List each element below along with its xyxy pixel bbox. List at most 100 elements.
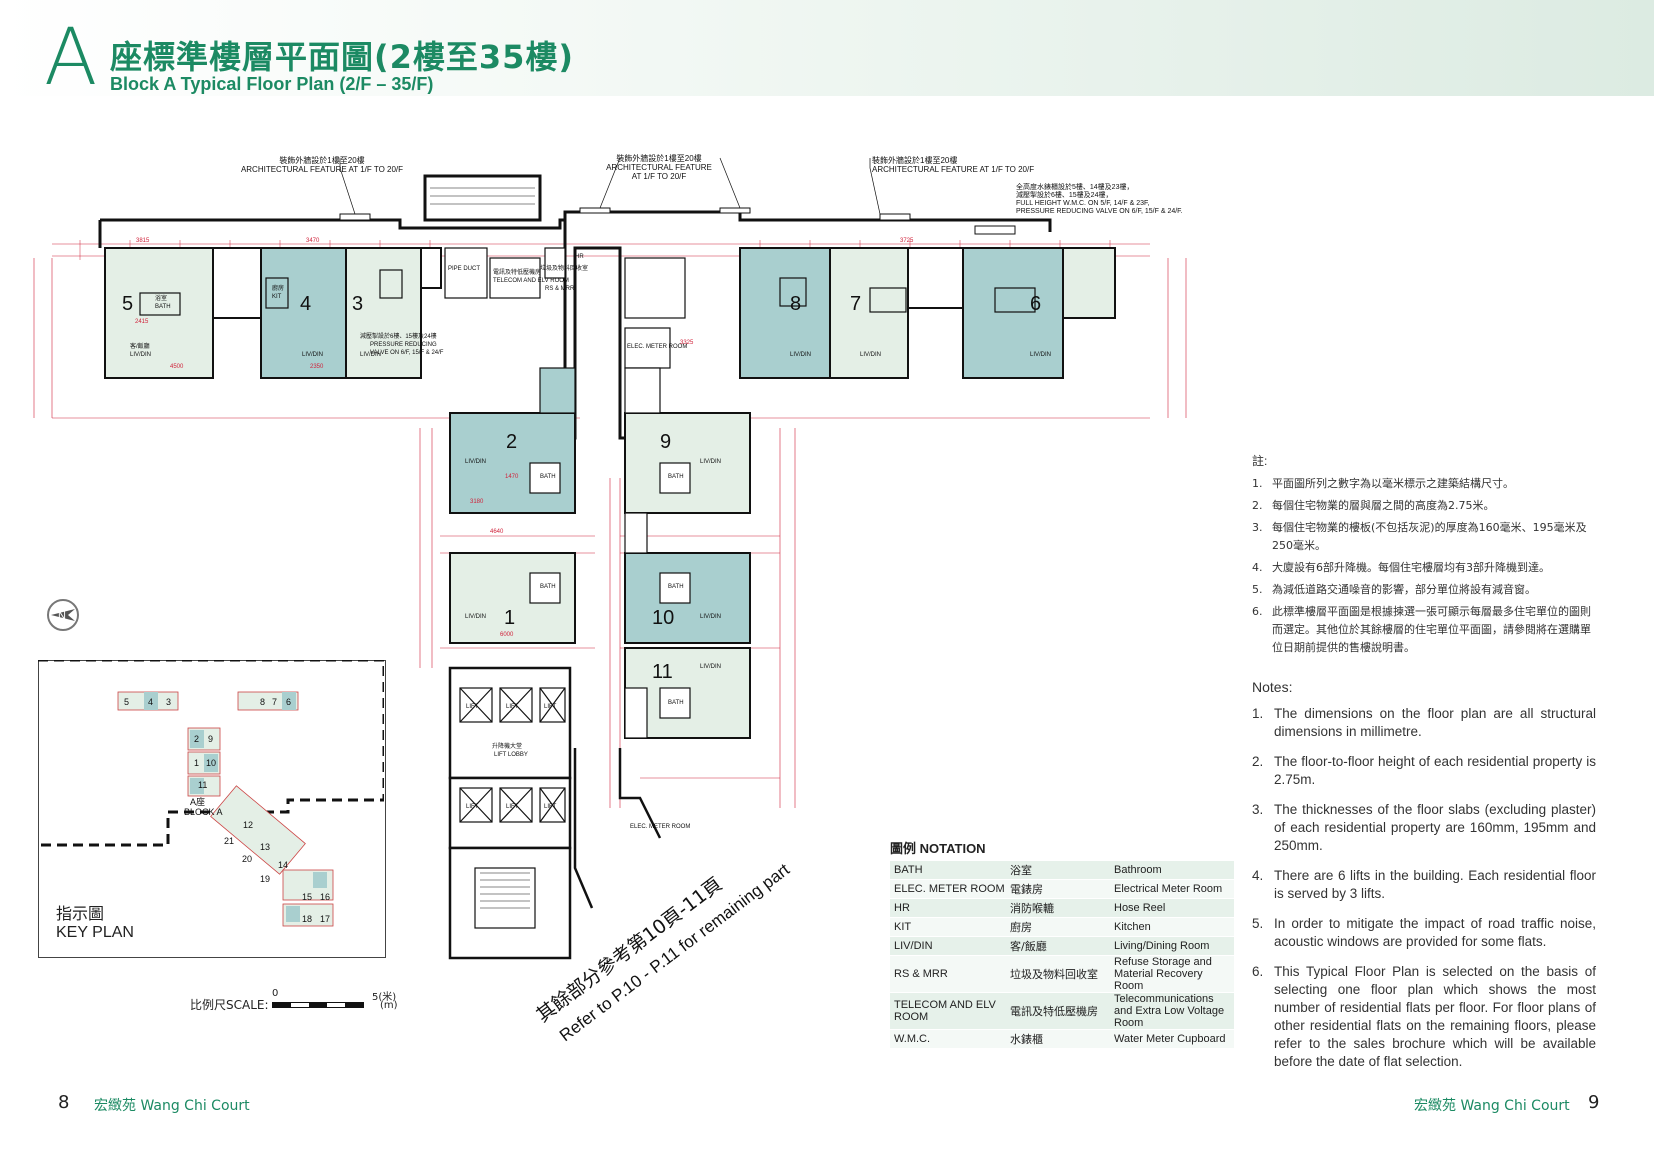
room-label-liv-9: LIV/DIN <box>700 459 721 465</box>
note-cn-item: 2.每個住宅物業的層與層之間的高度為2.75米。 <box>1252 499 1495 512</box>
unit-2-number: 2 <box>506 431 517 453</box>
hr-label: HR <box>575 254 584 260</box>
lift-lobby-label-cn: 升降機大堂 <box>492 742 522 750</box>
block-letter: A <box>44 13 98 103</box>
rs-label: RS & MRR <box>545 286 575 292</box>
lift-label-4: LIFT <box>466 804 479 810</box>
note-cn-item: 5.為減低道路交通噪音的影響，部分單位將設有減音窗。 <box>1252 583 1536 596</box>
lift-label-6: LIFT <box>544 804 557 810</box>
kp-num-9: 9 <box>208 734 213 744</box>
dim-3470: 3470 <box>306 238 320 244</box>
elec-room-label-2: ELEC. METER ROOM <box>630 824 690 830</box>
unit-11-number: 11 <box>652 661 673 683</box>
unit-9-number: 9 <box>660 431 671 453</box>
scale-five: 5(米) <box>372 992 397 1003</box>
elec-room-label: ELEC. METER ROOM <box>627 344 687 350</box>
unit-7-number: 7 <box>850 293 861 315</box>
prv-label-1: PRESSURE REDUCING <box>370 342 437 348</box>
footer-title-right: 宏緻苑 Wang Chi Court <box>1414 1098 1570 1114</box>
room-label-liv-10: LIV/DIN <box>700 614 721 620</box>
pipe-duct-label: PIPE DUCT <box>448 266 480 272</box>
north-label: N <box>58 610 66 622</box>
kp-num-3: 3 <box>166 697 171 707</box>
unit-10-number: 10 <box>652 607 674 629</box>
note-cn-item: 4.大廈設有6部升降機。每個住宅樓層均有3部升降機到達。 <box>1252 561 1550 574</box>
page-number-right: 9 <box>1588 1092 1600 1113</box>
room-label-liv-4: LIV/DIN <box>302 352 323 358</box>
dim-4640: 4640 <box>490 529 504 535</box>
room-label-kit: KIT <box>272 294 282 300</box>
kp-num-16: 16 <box>320 892 330 902</box>
note-en-item: 4.There are 6 lifts in the building. Eac… <box>1252 868 1596 901</box>
notes-cn-header: 註: <box>1252 454 1268 468</box>
dim-3325: 3325 <box>680 340 694 346</box>
kp-num-8: 8 <box>260 697 265 707</box>
kp-block-en: BLOCK A <box>184 807 223 817</box>
note-cn-item: 3.每個住宅物業的樓板(不包括灰泥)的厚度為160毫米、195毫米及250毫米。 <box>1252 521 1587 552</box>
prv-label-2: VALVE ON 6/F, 15/F & 24/F <box>370 350 444 356</box>
kp-num-12: 12 <box>243 820 253 830</box>
scale-unit: (m) <box>380 1000 398 1011</box>
room-label-bath: BATH <box>155 304 171 310</box>
room-label-bath-1: BATH <box>540 584 556 590</box>
room-label-liv-8: LIV/DIN <box>790 352 811 358</box>
room-label-liv-3: LIV/DIN <box>360 352 381 358</box>
notes-panel: 註: 1.平面圖所列之數字為以毫米標示之建築結構尺寸。 2.每個住宅物業的層與層… <box>1252 452 1596 1083</box>
room-label-liv-1: LIV/DIN <box>465 614 486 620</box>
rs-label-cn: 垃圾及物料回收室 <box>540 264 588 272</box>
dim-2415: 2415 <box>135 319 149 325</box>
notation-title: 圖例 NOTATION <box>890 841 986 856</box>
note-cn-item: 6.此標準樓層平面圖是根據揀選一張可顯示每層最多住宅單位的圖則而選定。其他位於其… <box>1252 605 1591 654</box>
dim-4500: 4500 <box>170 364 184 370</box>
lift-label-2: LIFT <box>506 704 519 710</box>
kp-num-5: 5 <box>124 697 129 707</box>
arch-feature-right: 裝飾外牆設於1樓至20樓 ARCHITECTURAL FEATURE AT 1/… <box>872 156 1035 174</box>
room-label-bath-11: BATH <box>668 700 684 706</box>
lift-label-1: LIFT <box>466 704 479 710</box>
kp-num-15: 15 <box>302 892 312 902</box>
room-label-liv: LIV/DIN <box>130 352 151 358</box>
kp-block-cn: A座 <box>190 796 205 807</box>
dim-6000: 6000 <box>500 632 514 638</box>
kp-num-19: 19 <box>260 874 270 884</box>
unit-8-number: 8 <box>790 293 801 315</box>
kp-num-4: 4 <box>148 697 153 707</box>
kp-num-7: 7 <box>272 697 277 707</box>
dim-2350: 2350 <box>310 364 324 370</box>
kp-num-6: 6 <box>286 697 291 707</box>
kp-num-14: 14 <box>278 860 288 870</box>
page-title-cn: 座標準樓層平面圖(2樓至35樓) <box>110 38 575 76</box>
arch-feature-left: 裝飾外牆設於1樓至20樓 ARCHITECTURAL FEATURE AT 1/… <box>240 156 404 174</box>
dim-3180: 3180 <box>470 499 484 505</box>
notes-en-header: Notes: <box>1252 679 1293 695</box>
room-label-liv-7: LIV/DIN <box>860 352 881 358</box>
dim-1470: 1470 <box>505 474 519 480</box>
unit-1-number: 1 <box>504 607 515 629</box>
room-label-liv-2: LIV/DIN <box>465 459 486 465</box>
key-plan-title-cn: 指示圖 <box>56 904 105 923</box>
room-label-liv-cn: 客/飯廳 <box>130 342 150 350</box>
footer-title-left: 宏緻苑 Wang Chi Court <box>94 1098 250 1114</box>
room-label-liv-11: LIV/DIN <box>700 664 721 670</box>
prv-label-cn: 減壓掣設於6樓、15樓及24樓 <box>360 332 437 340</box>
kp-num-11: 11 <box>198 780 207 790</box>
room-label-liv-6: LIV/DIN <box>1030 352 1051 358</box>
kp-num-1: 1 <box>194 758 199 768</box>
note-en-item: 3.The thicknesses of the floor slabs (ex… <box>1252 802 1596 853</box>
note-en-item: 2.The floor-to-floor height of each resi… <box>1252 754 1596 787</box>
page-title-en: Block A Typical Floor Plan (2/F – 35/F) <box>110 74 434 94</box>
unit-5-number: 5 <box>122 293 133 315</box>
unit-4-number: 4 <box>300 293 311 315</box>
dim-3725: 3725 <box>900 238 914 244</box>
lift-label-5: LIFT <box>506 804 519 810</box>
north-arrow-icon: N <box>47 599 79 631</box>
